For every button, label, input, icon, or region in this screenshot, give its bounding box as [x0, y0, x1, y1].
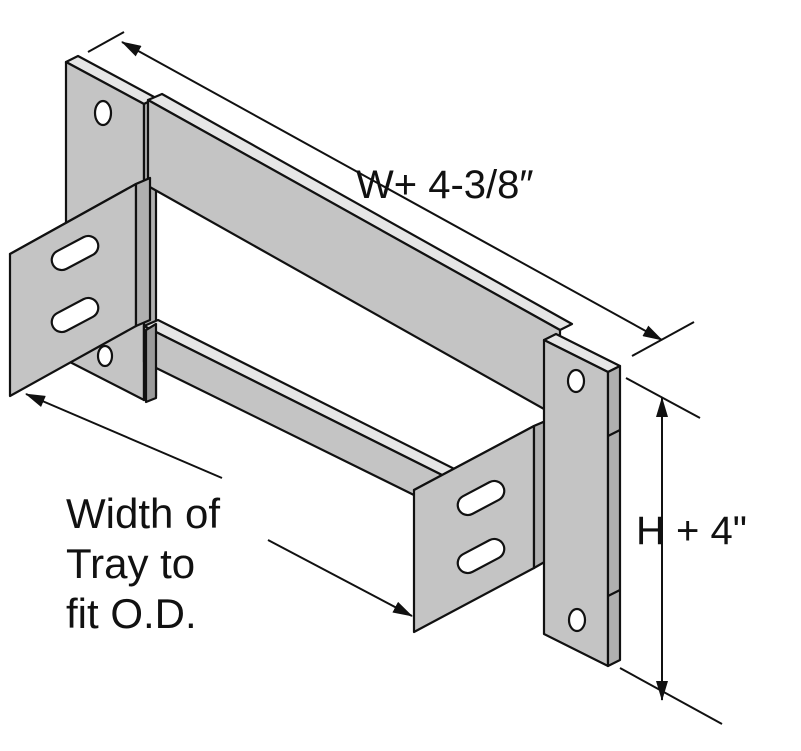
width-dimension-label-line-3: fit O.D. — [66, 590, 197, 637]
length-dimension-arrow — [121, 41, 663, 341]
height-dimension-label: H + 4" — [636, 509, 747, 553]
width-dimension-label-line-2: Tray to — [66, 540, 195, 587]
mounting-hole-icon — [566, 368, 586, 394]
right-slotted-flange — [412, 418, 550, 634]
slot-icon — [456, 537, 506, 575]
slot-icon — [50, 234, 100, 272]
width-dimension-label-line-1: Width of — [66, 490, 220, 537]
slot-icon — [456, 479, 506, 517]
mounting-hole-icon — [567, 607, 587, 633]
mounting-hole-icon — [96, 344, 114, 368]
width-dimension-arrow-left — [25, 393, 223, 479]
mounting-hole-icon — [93, 99, 113, 127]
slot-icon — [50, 296, 100, 334]
width-dimension-arrow-right — [267, 539, 413, 617]
length-dimension-label: W+ 4-3/8″ — [356, 163, 534, 207]
right-end-plate — [542, 332, 622, 668]
dimension-lines — [25, 31, 723, 725]
